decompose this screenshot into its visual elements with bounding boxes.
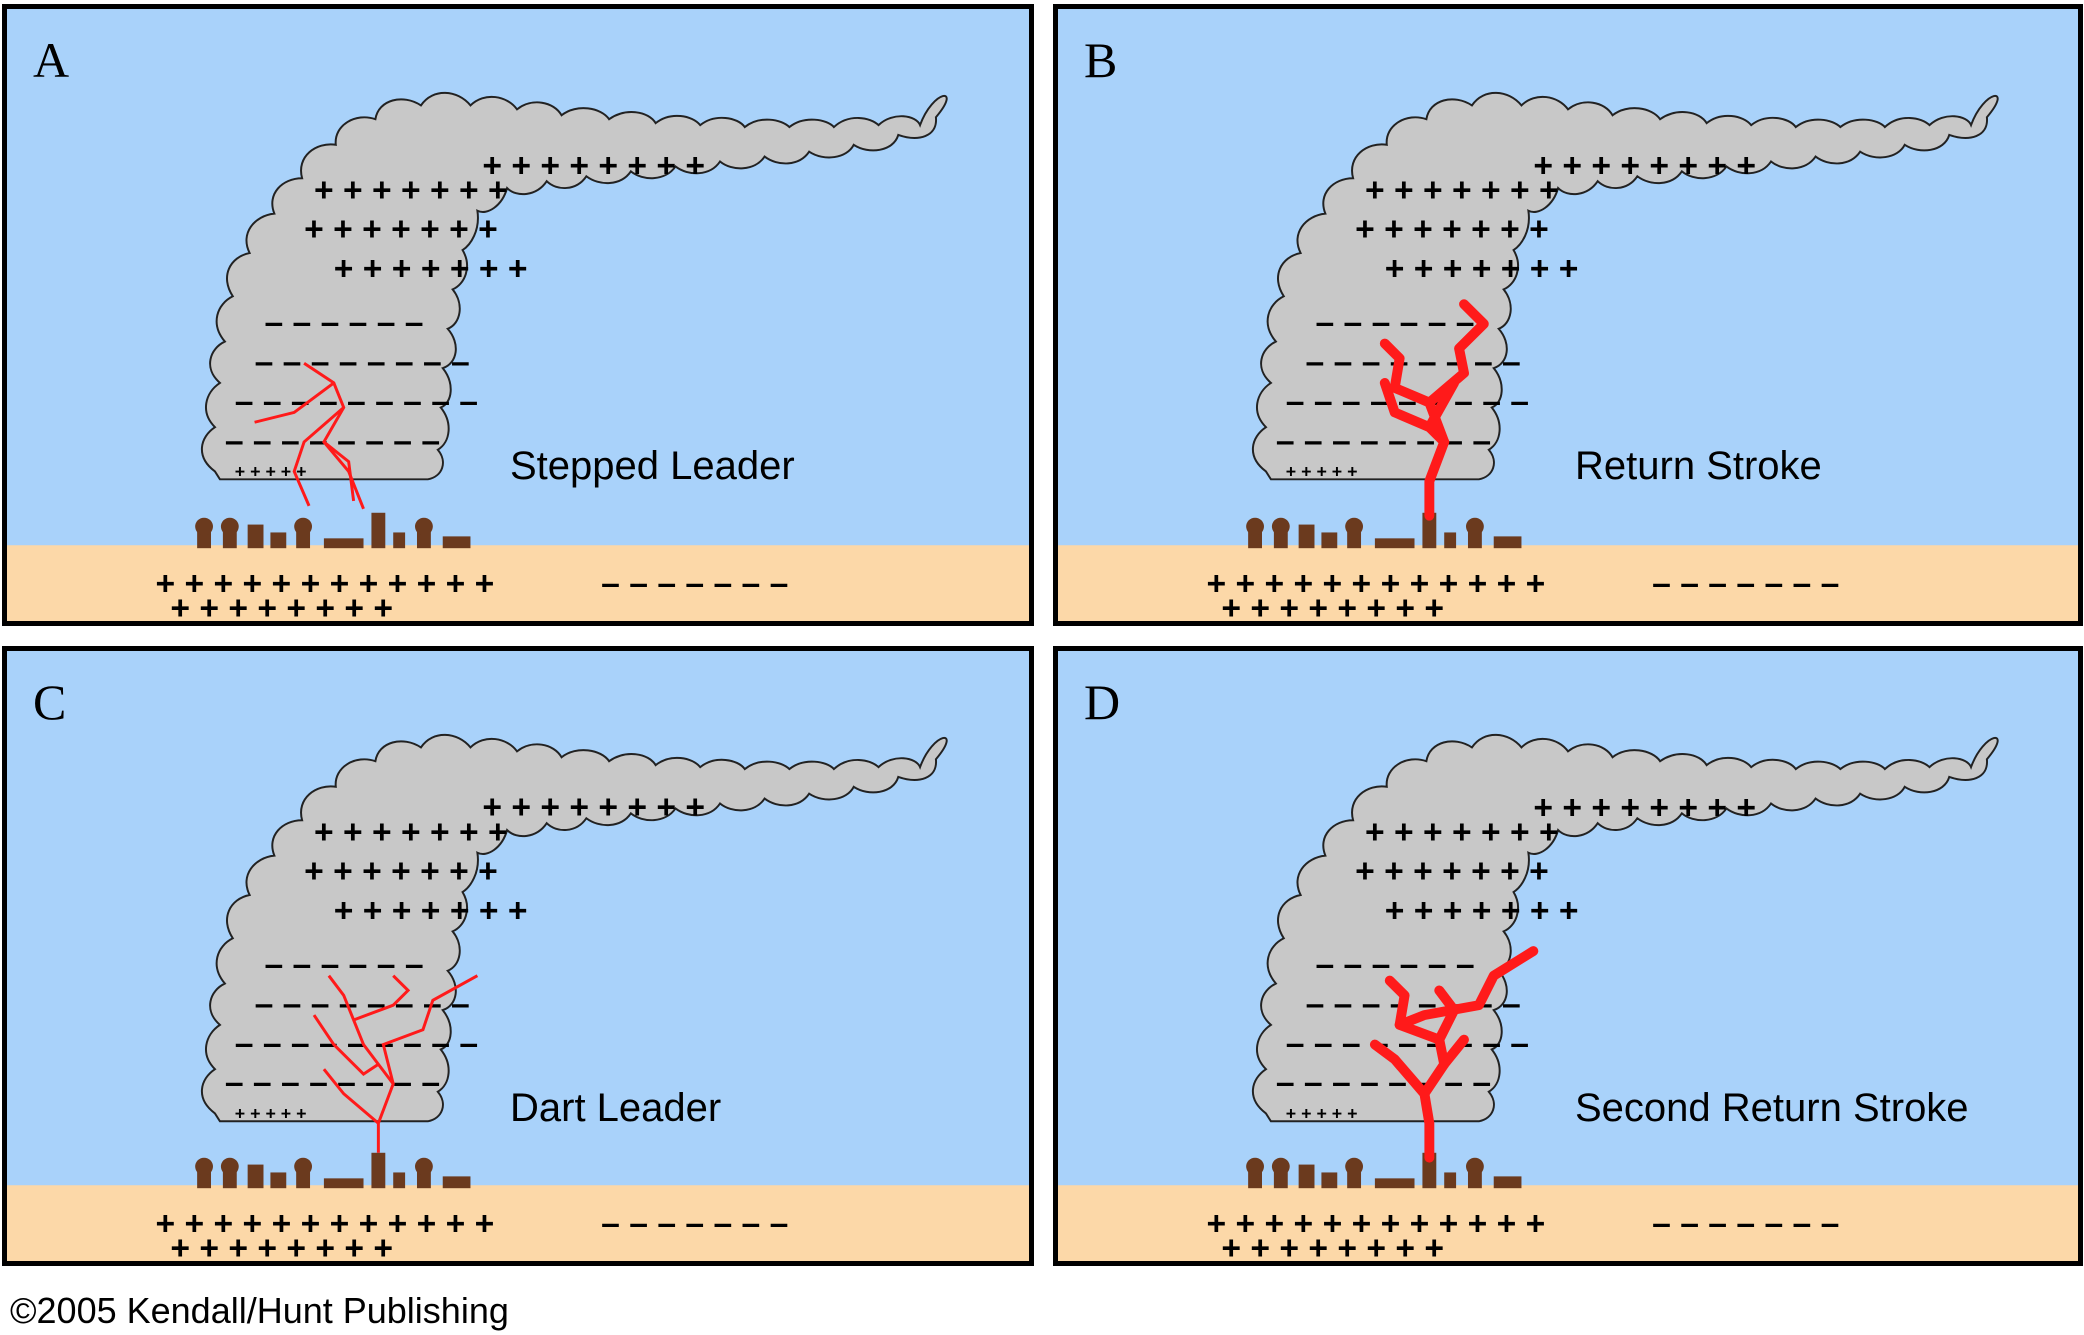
- svg-text:+ + + + + + + +: + + + + + + + +: [1221, 590, 1444, 621]
- svg-text:– – – – – – – –: – – – – – – – –: [1306, 344, 1521, 381]
- panel-caption: Second Return Stroke: [1575, 1086, 1969, 1130]
- svg-text:+ + + + + + +: + + + + + + +: [334, 251, 528, 288]
- buildings: [1246, 512, 1522, 549]
- thundercloud: [1251, 733, 1999, 1123]
- svg-text:+ + + + +: + + + + +: [1286, 1103, 1358, 1123]
- svg-text:+ + + + + + +: + + + + + + +: [314, 814, 508, 851]
- svg-text:+ + + + + + +: + + + + + + +: [334, 893, 528, 930]
- svg-text:– – – – – –: – – – – – –: [264, 305, 423, 342]
- panel-d: + + + + + + + + + + + + + + + + + + + + …: [1053, 646, 2083, 1266]
- svg-text:+ + + + + + + +: + + + + + + + +: [170, 1230, 393, 1261]
- panel-d-scene: + + + + + + + + + + + + + + + + + + + + …: [1058, 733, 2078, 1261]
- svg-text:+ + + + + + + +: + + + + + + + +: [482, 147, 705, 184]
- svg-text:+ + + + + + + +: + + + + + + + +: [1533, 789, 1756, 826]
- svg-text:+ + + + +: + + + + +: [235, 461, 307, 481]
- panel-letter: A: [33, 32, 70, 88]
- second-return-stroke: [1369, 946, 1539, 1163]
- svg-text:+ + + + + + +: + + + + + + +: [1385, 251, 1579, 288]
- svg-text:+ + + + + + + +: + + + + + + + +: [170, 590, 393, 621]
- svg-text:+ + + + + + +: + + + + + + +: [1355, 853, 1549, 890]
- buildings: [195, 512, 471, 549]
- charge-symbols: + + + + + + + + + + + + + + + + + + + + …: [156, 147, 789, 621]
- ground: [7, 1185, 1029, 1261]
- panel-b-scene: + + + + + + + + + + + + + + + + + + + + …: [1058, 91, 2078, 621]
- svg-text:+ + + + + + + + + + + +: + + + + + + + + + + + +: [1207, 566, 1546, 603]
- panel-caption: Stepped Leader: [510, 444, 795, 488]
- svg-text:– – – – – –: – – – – – –: [1315, 305, 1474, 342]
- svg-text:+ + + + + + + +: + + + + + + + +: [1221, 1230, 1444, 1261]
- panel-a-scene: + + + + + + + + + + + + + + + + + + + + …: [7, 91, 1029, 621]
- svg-text:+ + + + + + +: + + + + + + +: [1365, 172, 1559, 209]
- svg-text:– – – – – – – –: – – – – – – – –: [255, 344, 470, 381]
- svg-text:– – – – – – – – –: – – – – – – – – –: [235, 384, 478, 421]
- svg-text:+ + + + + + + + + + + +: + + + + + + + + + + + +: [156, 1206, 495, 1243]
- svg-text:– – – – – –: – – – – – –: [264, 947, 423, 984]
- svg-text:+ + + + + + +: + + + + + + +: [1365, 814, 1559, 851]
- thundercloud: [200, 91, 948, 481]
- svg-text:+ + + + + + + +: + + + + + + + +: [1533, 147, 1756, 184]
- panel-c: + + + + + + + + + + + + + + + + + + + + …: [2, 646, 1034, 1266]
- svg-text:– – – – – – – –: – – – – – – – –: [1276, 1065, 1491, 1102]
- thundercloud: [1251, 91, 1999, 481]
- svg-text:+ + + + + + + +: + + + + + + + +: [482, 789, 705, 826]
- copyright-notice: ©2005 Kendall/Hunt Publishing: [10, 1290, 509, 1331]
- ground: [1058, 545, 2078, 621]
- svg-text:– – – – – – – –: – – – – – – – –: [225, 1065, 440, 1102]
- stepped-leader: [254, 361, 365, 510]
- ground: [1058, 1185, 2078, 1261]
- panel-a: + + + + + + + + + + + + + + + + + + + + …: [2, 4, 1034, 626]
- panel-b: + + + + + + + + + + + + + + + + + + + + …: [1053, 4, 2083, 626]
- svg-text:– – – – – – – –: – – – – – – – –: [1276, 423, 1491, 460]
- buildings: [1246, 1152, 1522, 1189]
- svg-text:+ + + + + + +: + + + + + + +: [1355, 211, 1549, 248]
- panel-letter: C: [33, 674, 67, 730]
- svg-text:+ + + + + + + + + + + +: + + + + + + + + + + + +: [1207, 1206, 1546, 1243]
- thundercloud: [200, 733, 948, 1123]
- svg-text:– – – – – –: – – – – – –: [1315, 947, 1474, 984]
- svg-text:+ + + + + + +: + + + + + + +: [314, 172, 508, 209]
- svg-text:– – – – – – –: – – – – – – –: [1652, 1206, 1839, 1243]
- svg-text:– – – – – – –: – – – – – – –: [601, 566, 788, 603]
- svg-text:+ + + + +: + + + + +: [235, 1103, 307, 1123]
- ground: [7, 545, 1029, 621]
- svg-text:– – – – – – – – –: – – – – – – – – –: [235, 1025, 478, 1062]
- buildings: [195, 1152, 471, 1189]
- svg-text:+ + + + + + +: + + + + + + +: [304, 853, 498, 890]
- svg-text:+ + + + + + + + + + + +: + + + + + + + + + + + +: [156, 566, 495, 603]
- return-stroke: [1379, 299, 1489, 521]
- panel-caption: Dart Leader: [510, 1086, 722, 1130]
- dart-leader: [312, 974, 479, 1153]
- panel-c-scene: + + + + + + + + + + + + + + + + + + + + …: [7, 733, 1029, 1261]
- panel-letter: B: [1084, 32, 1118, 88]
- panel-letter: D: [1084, 674, 1121, 730]
- charge-symbols: + + + + + + + + + + + + + + + + + + + + …: [1207, 789, 1840, 1261]
- svg-text:– – – – – – –: – – – – – – –: [1652, 566, 1839, 603]
- svg-text:+ + + + + + +: + + + + + + +: [304, 211, 498, 248]
- svg-text:– – – – – – –: – – – – – – –: [601, 1206, 788, 1243]
- svg-text:+ + + + +: + + + + +: [1286, 461, 1358, 481]
- panel-caption: Return Stroke: [1575, 444, 1822, 488]
- svg-text:+ + + + + + +: + + + + + + +: [1385, 893, 1579, 930]
